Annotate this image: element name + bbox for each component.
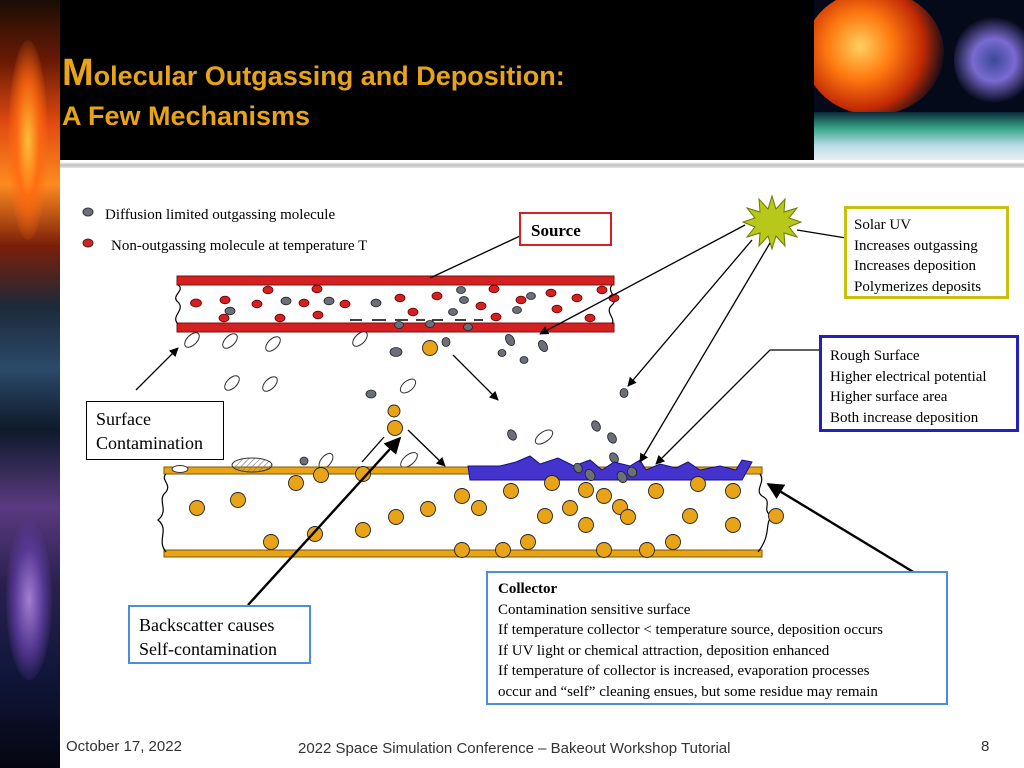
legend-gray-label: Diffusion limited outgassing molecule <box>105 207 336 223</box>
footer-page-number: 8 <box>981 738 990 755</box>
backscatter-line: Self-contamination <box>139 639 277 659</box>
deposit-layer <box>467 455 753 481</box>
diagram-arrows <box>135 224 916 606</box>
outgassed-molecules <box>184 331 554 470</box>
solar-uv-line: Solar UV <box>854 217 912 233</box>
solar-uv-star-icon <box>741 194 803 251</box>
space-weather-image <box>814 0 1024 160</box>
solar-uv-box: Solar UV Increases outgassing Increases … <box>844 206 1009 299</box>
rough-surface-line: Both increase deposition <box>830 409 979 426</box>
backscatter-box: Backscatter causes Self-contamination <box>128 605 311 664</box>
solar-flare-image <box>8 40 48 240</box>
rough-surface-line: Higher surface area <box>830 389 948 405</box>
backscatter-line: Backscatter causes <box>139 615 275 635</box>
surface-contamination-line: Contamination <box>96 433 203 453</box>
source-top-plate <box>176 275 615 286</box>
slide-title-line1: Molecular Outgassing and Deposition: <box>62 52 565 95</box>
title-bar <box>60 0 814 160</box>
left-decorative-strip <box>0 0 60 768</box>
contamination-blob <box>231 457 273 473</box>
sun-image <box>814 0 944 115</box>
collector-line: occur and “self” cleaning ensues, but so… <box>498 683 878 700</box>
collector-top-plate <box>163 466 763 475</box>
footer-date: October 17, 2022 <box>66 738 182 755</box>
rough-surface-line: Rough Surface <box>830 348 920 364</box>
solar-uv-line: Polymerizes deposits <box>854 278 982 295</box>
title-divider <box>60 162 1024 168</box>
footer-conference: 2022 Space Simulation Conference – Bakeo… <box>298 740 731 757</box>
source-label: Source <box>531 221 581 240</box>
magnetosphere-image <box>954 15 1024 105</box>
collector-line: If UV light or chemical attraction, depo… <box>498 642 830 659</box>
collector-slab <box>157 455 784 558</box>
aurora-image <box>6 520 52 680</box>
title-initial: M <box>62 52 94 94</box>
legend-red-dot <box>82 238 94 248</box>
aurora-landscape-image <box>814 112 1024 160</box>
collector-line: Contamination sensitive surface <box>498 601 691 618</box>
collector-title: Collector <box>498 581 558 597</box>
title-line1-rest: olecular Outgassing and Deposition: <box>93 61 565 91</box>
solar-uv-line: Increases deposition <box>854 258 977 274</box>
rough-surface-box: Rough Surface Higher electrical potentia… <box>819 335 1019 432</box>
collector-box: Collector Contamination sensitive surfac… <box>486 571 948 705</box>
collector-line: If temperature of collector is increased… <box>498 663 870 680</box>
surface-contamination-box: Surface Contamination <box>86 401 224 460</box>
rough-surface-line: Higher electrical potential <box>830 368 987 385</box>
surface-contamination-line: Surface <box>96 409 151 429</box>
source-slab <box>175 275 620 333</box>
legend-gray-dot <box>82 207 94 217</box>
collector-line: If temperature collector < temperature s… <box>498 622 883 639</box>
legend-red-label: Non-outgassing molecule at temperature T <box>111 238 368 254</box>
solar-uv-line: Increases outgassing <box>854 237 978 254</box>
slide-title-line2: A Few Mechanisms <box>62 101 311 131</box>
source-label-box: Source <box>519 212 612 246</box>
